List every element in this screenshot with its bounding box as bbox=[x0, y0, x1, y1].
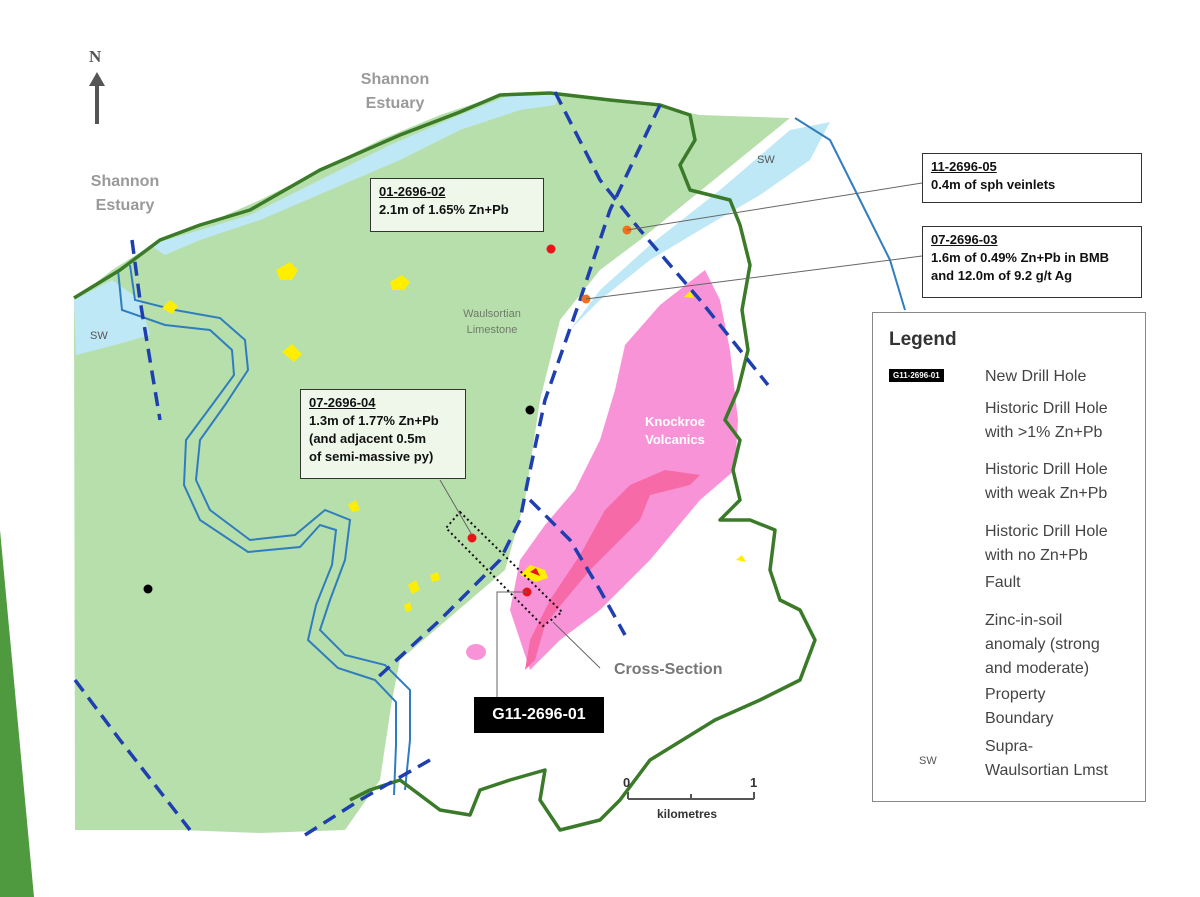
knockroe-volcanics-core bbox=[525, 470, 700, 670]
water-label-line: Shannon bbox=[360, 71, 430, 88]
callout-hole-id: 07-2696-04 bbox=[309, 395, 376, 410]
unit-label-line: Volcanics bbox=[645, 432, 705, 447]
callout-text: 1.6m of 0.49% Zn+Pb in BMB bbox=[931, 250, 1110, 265]
property-boundary bbox=[73, 91, 817, 832]
legend-item-line: Boundary bbox=[985, 710, 1054, 727]
water-label-line: Estuary bbox=[365, 95, 425, 112]
scale-unit-label: kilometres bbox=[657, 807, 718, 821]
legend-item-line: Fault bbox=[985, 574, 1021, 591]
sw-zone-east bbox=[570, 122, 830, 330]
unit-label-line: Waulsortian bbox=[463, 308, 521, 320]
legend-item-historic-strong: Historic Drill Hole with >1% Zn+Pb bbox=[985, 397, 1108, 445]
knockroe-label: Knockroe Volcanics bbox=[630, 413, 720, 449]
scale-bar bbox=[627, 792, 755, 800]
north-arrow-icon bbox=[89, 72, 105, 124]
callout-text: (and adjacent 0.5m bbox=[309, 431, 427, 446]
unit-label-line: Knockroe bbox=[645, 414, 705, 429]
legend-item-line: New Drill Hole bbox=[985, 368, 1087, 385]
scale-max-label: 1 bbox=[750, 775, 758, 790]
legend-new-hole-badge: G11-2696-01 bbox=[889, 369, 944, 382]
water-label-line: Estuary bbox=[95, 197, 155, 214]
callout-01-2696-02: 01-2696-02 2.1m of 1.65% Zn+Pb bbox=[370, 178, 544, 232]
legend-item-line: Waulsortian Lmst bbox=[985, 762, 1108, 779]
legend-item-line: Historic Drill Hole bbox=[985, 523, 1108, 540]
legend-item-line: with no Zn+Pb bbox=[985, 547, 1088, 564]
callout-text: 1.3m of 1.77% Zn+Pb bbox=[309, 413, 439, 428]
new-drill-hole-label: G11-2696-01 bbox=[474, 697, 604, 733]
callout-text: and 12.0m of 9.2 g/t Ag bbox=[931, 268, 1073, 283]
faults bbox=[73, 91, 770, 837]
drill-hole-strong bbox=[546, 244, 556, 254]
legend-sw-symbol: SW bbox=[919, 755, 937, 767]
callout-07-2696-03: 07-2696-03 1.6m of 0.49% Zn+Pb in BMB an… bbox=[922, 226, 1142, 298]
river bbox=[129, 264, 411, 791]
coastline-east bbox=[794, 117, 906, 311]
callout-hole-id: 07-2696-03 bbox=[931, 232, 998, 247]
legend-panel: Legend G11-2696-01 New Drill Hole Histor… bbox=[872, 312, 1146, 802]
legend-item-fault: Fault bbox=[985, 571, 1021, 595]
callout-text: 0.4m of sph veinlets bbox=[931, 177, 1056, 192]
legend-item-new-drill-hole: New Drill Hole bbox=[985, 365, 1086, 389]
callout-hole-id: 01-2696-02 bbox=[379, 184, 446, 199]
callout-11-2696-05: 11-2696-05 0.4m of sph veinlets bbox=[922, 153, 1142, 203]
legend-item-property-boundary: Property Boundary bbox=[985, 683, 1054, 731]
edge-bar bbox=[0, 530, 34, 897]
shannon-estuary-label-west: Shannon Estuary bbox=[70, 170, 180, 218]
legend-item-line: Historic Drill Hole bbox=[985, 400, 1108, 417]
legend-item-line: Supra- bbox=[985, 738, 1034, 755]
legend-item-line: anomaly (strong bbox=[985, 636, 1100, 653]
cross-section-label: Cross-Section bbox=[614, 661, 723, 678]
sw-zone-north bbox=[150, 95, 560, 255]
drill-hole-none bbox=[525, 405, 535, 415]
callout-text: of semi-massive py) bbox=[309, 449, 434, 464]
unit-label-line: Limestone bbox=[466, 324, 518, 336]
north-arrow-label: N bbox=[89, 47, 102, 66]
legend-item-supra-waulsortian: Supra- Waulsortian Lmst bbox=[985, 735, 1108, 783]
legend-title: Legend bbox=[889, 329, 957, 350]
drill-hole-strong bbox=[467, 533, 477, 543]
legend-item-line: Property bbox=[985, 686, 1046, 703]
shannon-estuary-label-north: Shannon Estuary bbox=[340, 68, 450, 116]
leader-lines bbox=[439, 182, 923, 697]
drill-hole-none bbox=[143, 584, 153, 594]
water-label-line: Shannon bbox=[90, 173, 160, 190]
legend-item-line: and moderate) bbox=[985, 660, 1090, 677]
sw-label-east: SW bbox=[757, 154, 775, 166]
legend-item-historic-weak: Historic Drill Hole with weak Zn+Pb bbox=[985, 458, 1108, 506]
waulsortian-label: Waulsortian Limestone bbox=[440, 306, 544, 338]
legend-item-line: Zinc-in-soil bbox=[985, 612, 1063, 629]
volcanic-outlier bbox=[466, 644, 486, 660]
callout-07-2696-04: 07-2696-04 1.3m of 1.77% Zn+Pb (and adja… bbox=[300, 389, 466, 479]
callout-text: 2.1m of 1.65% Zn+Pb bbox=[379, 202, 509, 217]
strong-anomaly-core bbox=[530, 568, 540, 576]
legend-item-line: Historic Drill Hole bbox=[985, 461, 1108, 478]
callout-hole-id: 11-2696-05 bbox=[931, 159, 997, 174]
river-bank bbox=[117, 269, 397, 796]
legend-item-historic-none: Historic Drill Hole with no Zn+Pb bbox=[985, 520, 1108, 568]
scale-min-label: 0 bbox=[623, 775, 631, 790]
sw-zone-west bbox=[74, 280, 150, 355]
legend-item-zinc-anomaly: Zinc-in-soil anomaly (strong and moderat… bbox=[985, 609, 1100, 681]
legend-item-line: with weak Zn+Pb bbox=[985, 485, 1108, 502]
knockroe-volcanics-area bbox=[510, 270, 738, 670]
legend-item-line: with >1% Zn+Pb bbox=[985, 424, 1103, 441]
sw-label-west: SW bbox=[90, 330, 108, 342]
cross-section-box bbox=[444, 510, 564, 628]
